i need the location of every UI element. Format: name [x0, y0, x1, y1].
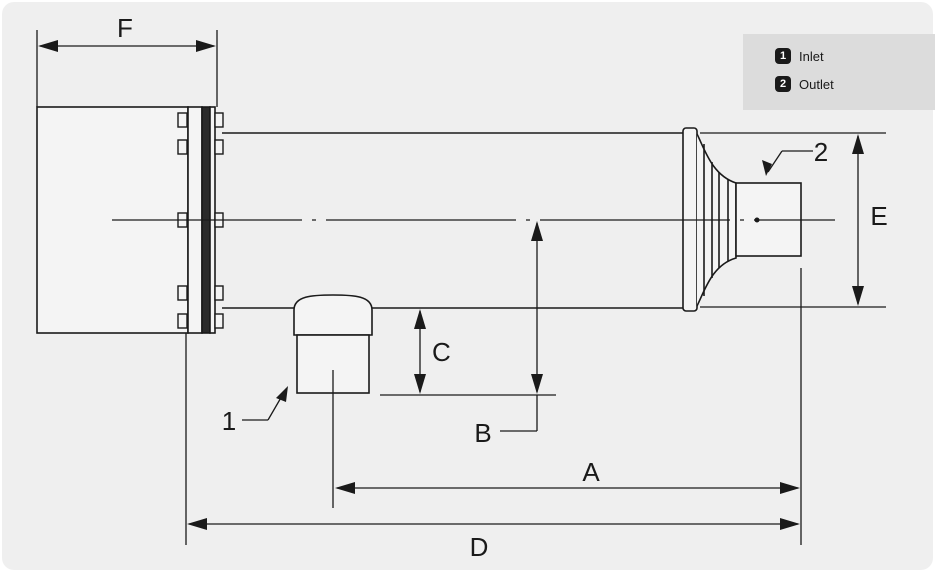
arrowheads	[38, 40, 864, 530]
legend-number-badge: 2	[775, 76, 791, 92]
legend-item-inlet: 1 Inlet	[775, 47, 824, 65]
dimension-label-d: D	[470, 532, 489, 562]
callout-outlet-number: 2	[814, 137, 828, 167]
dimension-label-c: C	[432, 337, 451, 367]
dimension-label-a: A	[582, 457, 600, 487]
legend-label: Outlet	[799, 76, 834, 92]
dimension-label-f: F	[117, 13, 133, 43]
legend: 1 Inlet 2 Outlet	[743, 34, 935, 110]
legend-label: Inlet	[799, 48, 824, 64]
dimension-label-e: E	[870, 201, 887, 231]
legend-number-badge: 1	[775, 48, 791, 64]
dimension-label-b: B	[474, 418, 491, 448]
legend-item-outlet: 2 Outlet	[775, 75, 834, 93]
vessel-body	[222, 132, 685, 309]
callout-inlet-number: 1	[222, 406, 236, 436]
